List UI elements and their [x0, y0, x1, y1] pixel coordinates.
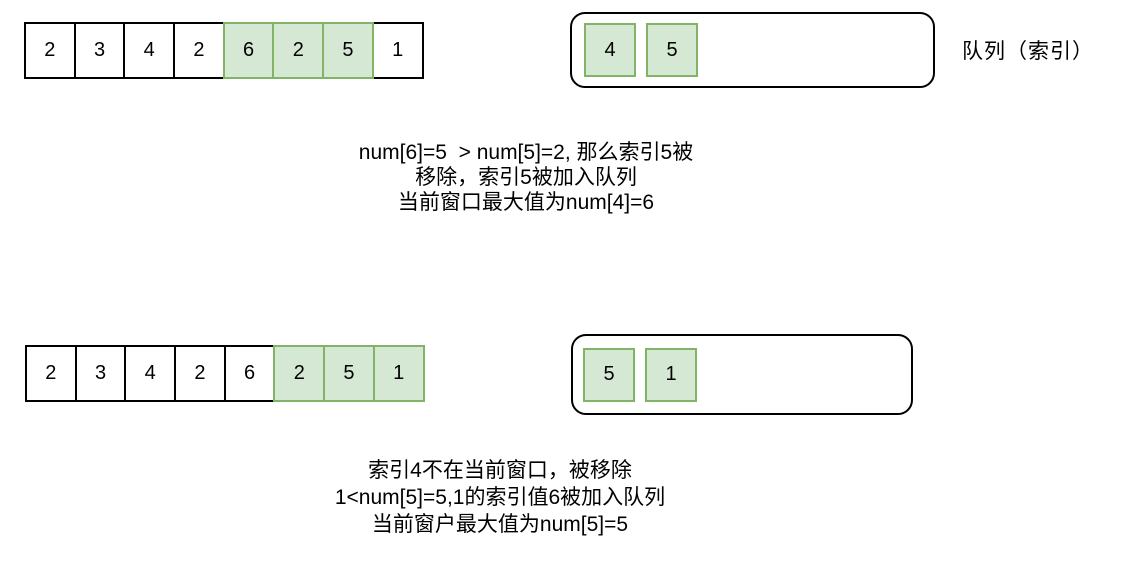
array-step-2: 2 3 4 2 6 2 5 1	[25, 345, 425, 402]
array-cell: 6	[223, 345, 276, 402]
array-cell: 2	[272, 22, 325, 79]
caption-line: 1<num[5]=5,1的索引值6被加入队列	[334, 486, 666, 509]
array-cell: 2	[25, 345, 77, 402]
caption-line: num[6]=5 > num[5]=2, 那么索引5被	[358, 141, 694, 164]
caption-line: 当前窗户最大值为num[5]=5	[371, 513, 629, 536]
caption-line: 索引4不在当前窗口，被移除	[368, 459, 632, 482]
array-cell: 4	[123, 22, 176, 79]
queue-item: 4	[584, 23, 636, 77]
queue-item: 1	[645, 347, 697, 402]
array-cell: 5	[323, 345, 375, 402]
array-cell: 3	[74, 345, 127, 402]
array-step-1: 2 3 4 2 6 2 5 1	[24, 22, 424, 79]
array-cell: 4	[124, 345, 177, 402]
queue-item: 5	[583, 347, 635, 402]
caption-line: 移除，索引5被加入队列	[415, 166, 637, 189]
queue-item: 5	[646, 23, 698, 77]
array-cell: 6	[222, 22, 275, 79]
array-cell: 1	[371, 22, 424, 79]
caption-line: 当前窗口最大值为num[4]=6	[397, 191, 655, 214]
queue-index-label: 队列（索引）	[962, 40, 1094, 63]
caption-step-2: 索引4不在当前窗口，被移除 1<num[5]=5,1的索引值6被加入队列 当前窗…	[250, 457, 750, 538]
array-cell: 2	[173, 22, 225, 79]
caption-step-1: num[6]=5 > num[5]=2, 那么索引5被 移除，索引5被加入队列 …	[286, 140, 766, 215]
array-cell: 2	[24, 22, 76, 79]
array-cell: 1	[372, 345, 425, 402]
array-cell: 2	[273, 345, 326, 402]
queue-box-step-2: 5 1	[571, 334, 913, 415]
queue-box-step-1: 4 5	[570, 12, 935, 88]
array-cell: 3	[73, 22, 126, 79]
array-cell: 2	[174, 345, 226, 402]
array-cell: 5	[322, 22, 374, 79]
